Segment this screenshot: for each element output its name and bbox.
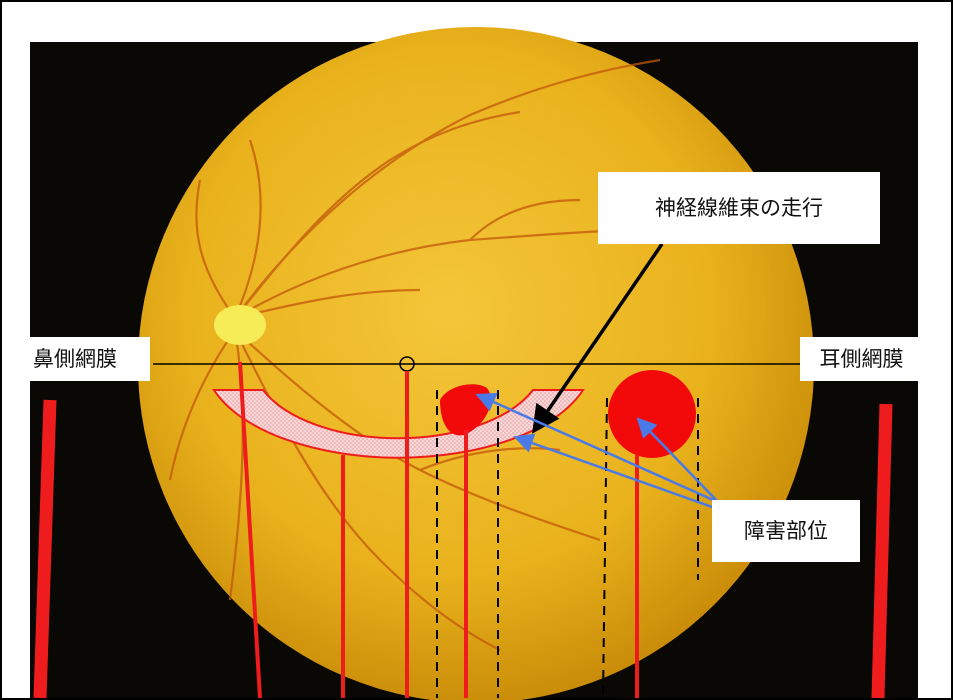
dashed-guides: [436, 390, 699, 699]
projection-line: [238, 361, 262, 699]
lesion-arrow: [636, 417, 721, 505]
lesion-arrow: [513, 433, 716, 510]
retinal-vessels: [168, 58, 661, 651]
large-lesion: [608, 370, 696, 458]
temporal-retina-label: 耳側網膜: [800, 337, 923, 381]
nerve-fiber-bundle-label: 神経線維束の走行: [598, 172, 880, 244]
left-boundary-bar: [33, 399, 57, 699]
bundle-pointer-arrow: [532, 243, 664, 434]
dashed-guide: [602, 397, 608, 699]
nerve-fiber-bundle-arc: [212, 389, 585, 459]
lesion-arrow: [475, 392, 721, 505]
right-boundary-bar: [871, 403, 893, 699]
optic-disc: [214, 305, 266, 345]
nasal-retina-label: 鼻側網膜: [25, 337, 150, 381]
projection-lines: [238, 361, 639, 699]
lesion-site-label: 障害部位: [712, 500, 860, 562]
lesion-pointer-arrows: [475, 392, 721, 510]
